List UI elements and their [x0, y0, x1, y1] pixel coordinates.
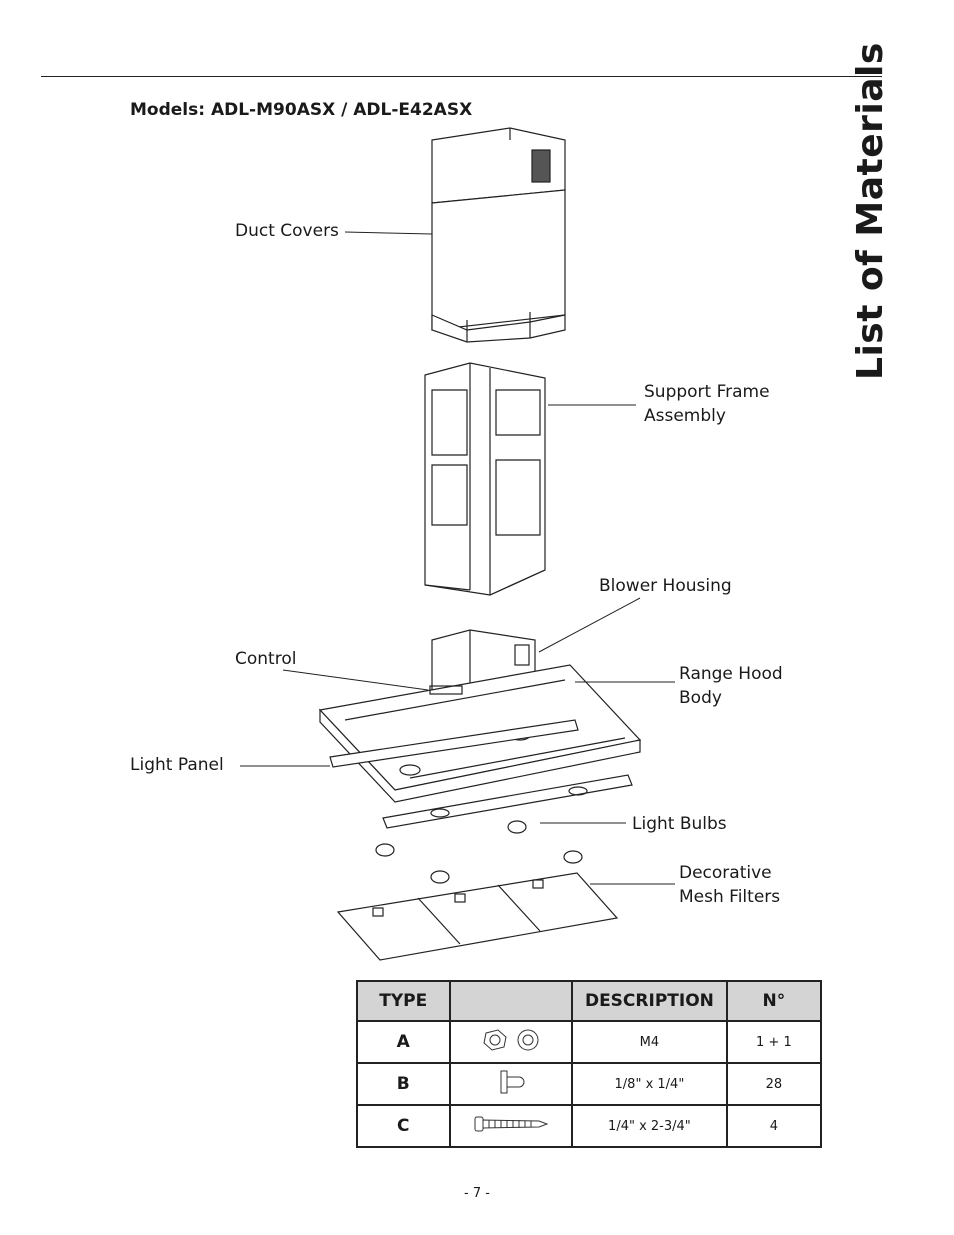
light-panel-drawing: [329, 719, 579, 768]
label-support-frame-1: Support Frame: [644, 382, 770, 402]
hardware-table: TYPE DESCRIPTION N° A M4 1 + 1 B 1/8" x …: [356, 980, 823, 1148]
table-row: C 1/4" x 2-3/4" 4: [356, 1104, 823, 1148]
header-type: TYPE: [356, 980, 451, 1022]
row-description: 1/8" x 1/4": [571, 1062, 728, 1106]
support-frame-drawing: [424, 362, 546, 596]
blower-housing-drawing: [431, 629, 536, 691]
label-range-hood-2: Body: [679, 688, 722, 708]
duct-covers-drawing: [431, 127, 566, 343]
label-light-bulbs: Light Bulbs: [632, 814, 727, 834]
row-description: 1/4" x 2-3/4": [571, 1104, 728, 1148]
row-count: 1 + 1: [725, 1020, 823, 1064]
row-type: C: [356, 1104, 451, 1148]
page-number: - 7 -: [464, 1186, 490, 1201]
label-control: Control: [235, 649, 297, 669]
row-description: M4: [571, 1020, 728, 1064]
leader-lines: [240, 231, 675, 885]
table-header-row: TYPE DESCRIPTION N°: [356, 980, 823, 1022]
label-duct-covers: Duct Covers: [235, 221, 339, 241]
label-mesh-2: Mesh Filters: [679, 887, 781, 907]
table-row: B 1/8" x 1/4" 28: [356, 1062, 823, 1106]
models-heading: Models: ADL-M90ASX / ADL-E42ASX: [130, 100, 473, 120]
screw-icon: [448, 1104, 574, 1148]
label-blower-housing: Blower Housing: [599, 576, 732, 596]
row-type: B: [356, 1062, 451, 1106]
nut-washer-icon: [448, 1020, 574, 1064]
table-row: A M4 1 + 1: [356, 1020, 823, 1064]
light-bulbs-drawing: [375, 820, 583, 884]
label-light-panel: Light Panel: [130, 755, 224, 775]
label-range-hood-1: Range Hood: [679, 664, 783, 684]
lamp-rail-drawing: [382, 774, 633, 829]
wall-plug-icon: [448, 1062, 574, 1106]
header-rule: [41, 76, 882, 77]
mesh-filters-drawing: [336, 872, 619, 961]
header-description: DESCRIPTION: [571, 980, 728, 1022]
header-count: N°: [725, 980, 823, 1022]
header-image: [448, 980, 574, 1022]
row-count: 28: [725, 1062, 823, 1106]
row-type: A: [356, 1020, 451, 1064]
row-count: 4: [725, 1104, 823, 1148]
label-support-frame-2: Assembly: [644, 406, 726, 426]
label-mesh-1: Decorative: [679, 863, 772, 883]
